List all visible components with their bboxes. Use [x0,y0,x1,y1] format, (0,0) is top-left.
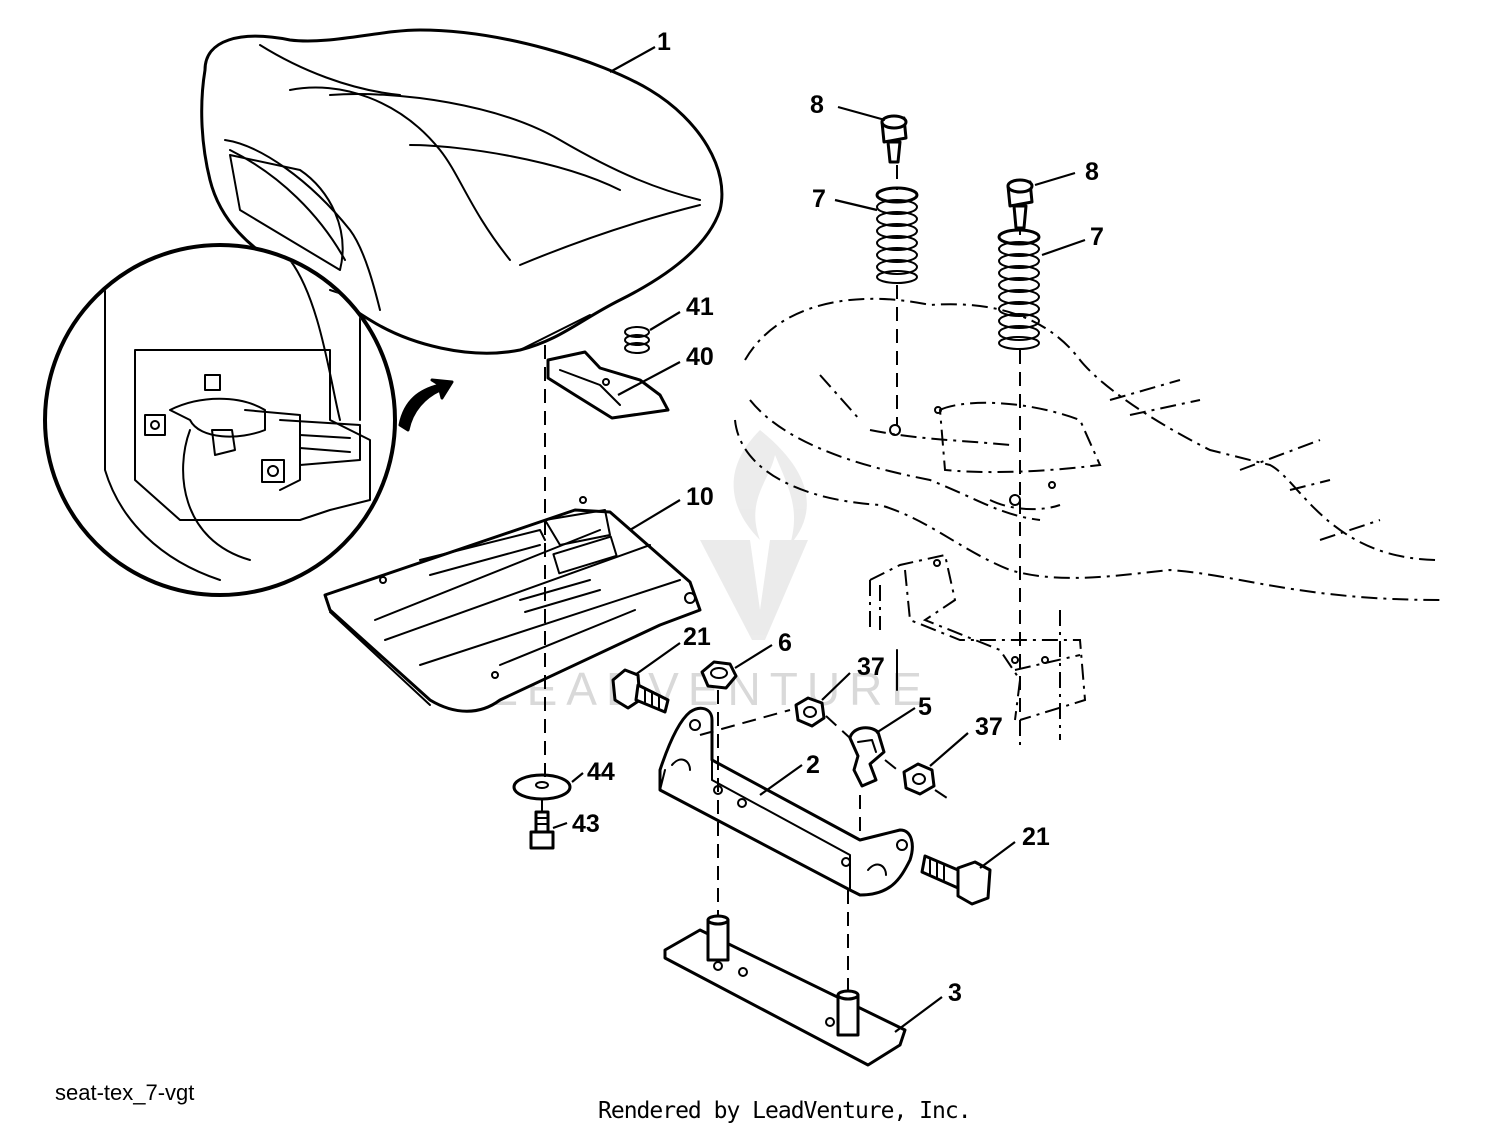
callout-8-right: 8 [1085,158,1099,186]
small-spring-41 [624,326,650,354]
callout-6: 6 [778,629,792,657]
callout-21-right: 21 [1022,823,1050,851]
bolt-8-right [1006,178,1034,230]
bolt-21-left [611,668,670,714]
callout-7-right: 7 [1090,223,1104,251]
mower-frame-outline [734,297,1441,601]
callout-2: 2 [806,751,820,779]
callout-43: 43 [572,810,600,838]
callout-5: 5 [918,693,932,721]
callout-44: 44 [587,758,615,786]
callout-1: 1 [657,28,671,56]
callouts: 1 8 8 7 7 41 40 10 21 6 37 5 37 2 21 44 … [572,28,1104,1007]
washer-44 [512,773,572,801]
screw-43 [529,810,555,850]
diagram-code-label: seat-tex_7-vgt [55,1080,195,1105]
callout-8-left: 8 [810,91,824,119]
callout-10: 10 [686,483,714,511]
clip-5 [848,726,886,788]
callout-3: 3 [948,979,962,1007]
callout-21-left: 21 [683,623,711,651]
assembly-lines [541,165,1021,990]
nut-6 [700,660,738,690]
nut-37-right [902,762,936,796]
detail-inset [43,243,454,597]
callout-7-left: 7 [812,185,826,213]
bolt-8-left [880,114,908,164]
seat-pan-10 [323,496,702,713]
nut-37-left [794,696,826,728]
switch-bracket-40 [546,350,670,420]
seat-part-1 [200,28,724,355]
callout-37-left: 37 [857,653,885,681]
callout-40: 40 [686,343,714,371]
leader-lines [552,46,1086,1033]
seat-bracket-2 [658,706,914,897]
bolt-21-right [920,854,992,906]
callout-37-right: 37 [975,713,1003,741]
pivot-plate-3 [663,914,907,1067]
spring-7-right [997,228,1041,350]
spring-7-left [875,186,919,284]
callout-41: 41 [686,293,714,321]
render-credit: Rendered by LeadVenture, Inc. [598,1098,972,1124]
